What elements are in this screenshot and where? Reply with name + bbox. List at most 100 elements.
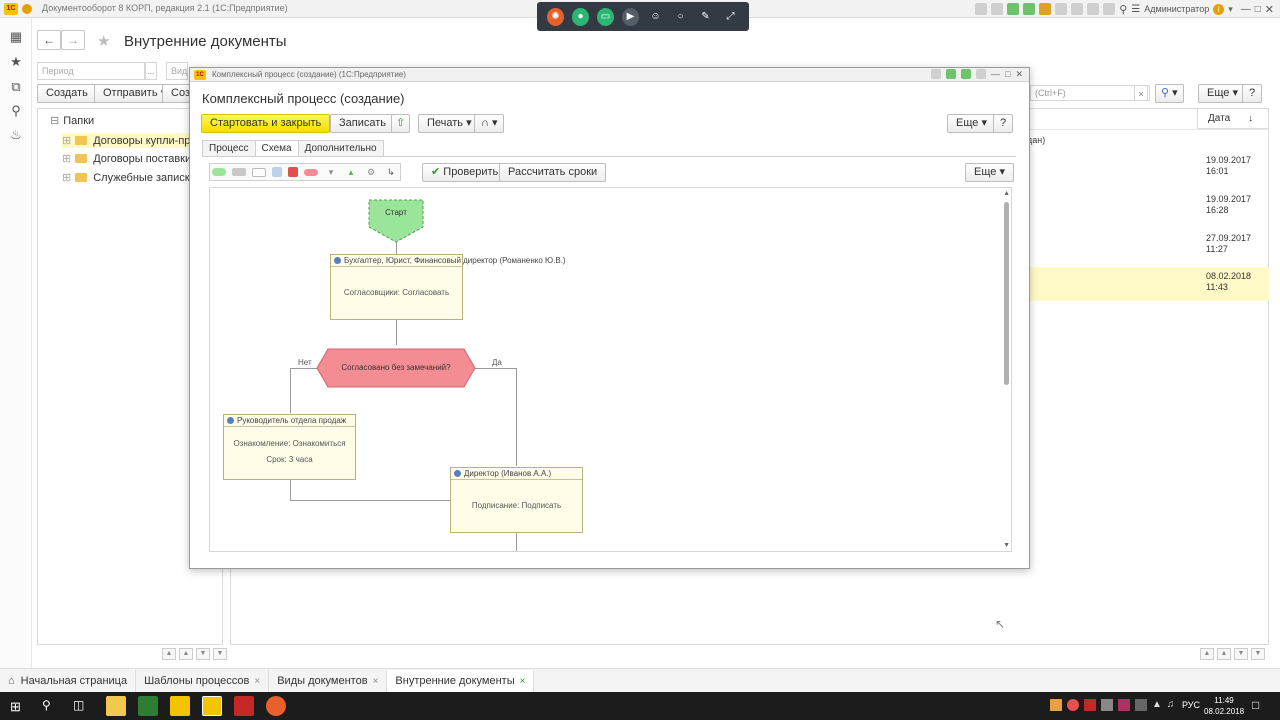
subprocess-tool-icon[interactable]	[272, 167, 282, 177]
history-icon[interactable]: ⚲	[1119, 3, 1128, 16]
tray-icon[interactable]	[1050, 699, 1062, 711]
search-button[interactable]: ⚲ ▾	[1155, 84, 1184, 103]
people-icon[interactable]: ☺	[650, 11, 661, 22]
minimize-icon[interactable]: —	[1240, 3, 1251, 15]
tab-process[interactable]: Процесс	[202, 140, 256, 157]
clock[interactable]: 11:49 08.02.2018	[1204, 695, 1244, 717]
scroll-down-button[interactable]: ▼	[1234, 648, 1248, 660]
toolbar-icon[interactable]	[1071, 3, 1084, 15]
start-node[interactable]	[368, 199, 424, 243]
tab-document-types[interactable]: Виды документов×	[269, 669, 388, 692]
1c-icon[interactable]	[170, 696, 190, 716]
dialog-close-icon[interactable]: ✕	[1015, 69, 1023, 79]
dropdown-icon[interactable]: ▾	[1228, 3, 1233, 14]
dialog-tool-icon[interactable]	[961, 69, 972, 79]
close-tab-icon[interactable]: ×	[519, 675, 526, 687]
notifications-icon[interactable]: □	[1252, 698, 1260, 712]
dialog-minimize-icon[interactable]: —	[991, 69, 1001, 79]
tab-process-templates[interactable]: Шаблоны процессов×	[136, 669, 270, 692]
send-button[interactable]: Отправить ▾	[94, 84, 176, 103]
language-indicator[interactable]: РУС	[1182, 700, 1201, 710]
split-tool-icon[interactable]: ▾	[328, 167, 334, 177]
app-icon[interactable]	[138, 696, 158, 716]
microphone-icon[interactable]: ●	[572, 7, 589, 26]
camera-icon[interactable]: ▶	[622, 7, 639, 26]
maximize-icon[interactable]: □	[1254, 3, 1261, 15]
folders-root[interactable]: ⊟Папки	[50, 114, 94, 127]
handler-tool-icon[interactable]: ⚙	[366, 167, 376, 177]
scroll-up-button[interactable]: ▲	[179, 648, 193, 660]
recorder-logo-icon[interactable]: ✺	[547, 7, 564, 26]
task-tool-icon[interactable]	[252, 167, 266, 177]
check-button[interactable]: ✔ Проверить	[422, 163, 508, 182]
dialog-tool-icon[interactable]	[946, 69, 957, 79]
back-button[interactable]: ←	[37, 30, 61, 50]
chat-icon[interactable]: ○	[677, 11, 684, 22]
scroll-down-button[interactable]: ▼	[196, 648, 210, 660]
close-tab-icon[interactable]: ×	[372, 675, 379, 687]
scroll-bottom-button[interactable]: ▼	[1251, 648, 1265, 660]
add-button[interactable]: ⇧	[391, 114, 411, 133]
favorite-star-icon[interactable]: ★	[97, 33, 111, 50]
help-button[interactable]: ?	[1242, 84, 1263, 103]
view-field[interactable]: Вид	[166, 62, 188, 80]
date-column-header[interactable]: Дата↓	[1197, 109, 1269, 129]
tray-icon[interactable]	[1118, 699, 1130, 711]
search-icon[interactable]: ⚲	[42, 698, 51, 712]
merge-tool-icon[interactable]: ▴	[348, 167, 354, 177]
toolbar-icon[interactable]	[1007, 3, 1020, 15]
start-point-tool-icon[interactable]	[212, 168, 226, 176]
expand-icon[interactable]: ⊞	[62, 172, 72, 184]
process-scheme-canvas[interactable]: ▲ ▼ Старт Бухгалтер, Юрист, Финансовый д…	[209, 187, 1012, 552]
toolbar-icon[interactable]	[1023, 3, 1036, 15]
network-icon[interactable]: ▲	[1152, 699, 1162, 710]
task-view-icon[interactable]: ◫	[73, 698, 85, 712]
dialog-help-button[interactable]: ?	[993, 114, 1014, 133]
save-button[interactable]: Записать	[330, 114, 396, 133]
dialog-more-button[interactable]: Еще ▾	[947, 114, 996, 133]
task-node-sign[interactable]: Директор (Иванов А.А.) Подписание: Подпи…	[450, 467, 583, 533]
1c-active-icon[interactable]	[202, 696, 222, 716]
period-field[interactable]: Период	[37, 62, 145, 80]
dialog-tool-icon[interactable]	[931, 69, 942, 79]
recorder-icon[interactable]	[266, 696, 286, 716]
screen-icon[interactable]: ▭	[597, 7, 614, 26]
grid-menu-icon[interactable]: ▦	[9, 29, 23, 44]
tray-icon[interactable]	[1084, 699, 1096, 711]
scrollbar-thumb[interactable]	[1004, 202, 1009, 385]
search-input[interactable]: (Ctrl+F)	[1030, 85, 1150, 101]
info-circle-icon[interactable]: i	[1213, 3, 1225, 15]
toolbar-icon[interactable]	[1055, 3, 1068, 15]
action-tool-icon[interactable]	[232, 168, 246, 176]
clear-search-icon[interactable]: ×	[1134, 85, 1148, 101]
tab-internal-documents[interactable]: Внутренние документы×	[387, 669, 535, 692]
scroll-up-button[interactable]: ▲	[1217, 648, 1231, 660]
app-menu-icon[interactable]	[22, 4, 32, 14]
forward-button[interactable]: →	[61, 30, 85, 50]
tab-scheme[interactable]: Схема	[254, 140, 299, 157]
connector-tool-icon[interactable]: ↳	[387, 167, 395, 177]
more-button[interactable]: Еще ▾	[1198, 84, 1247, 103]
scroll-top-button[interactable]: ▲	[162, 648, 176, 660]
close-icon[interactable]: ✕	[1264, 3, 1274, 16]
expand-icon[interactable]: ⊞	[62, 135, 72, 147]
scroll-down-icon[interactable]: ▼	[1003, 542, 1010, 549]
create-button[interactable]: Создать	[37, 84, 97, 103]
selected-row-highlight[interactable]	[1027, 267, 1269, 301]
folder-item[interactable]: ⊞Служебные записки	[62, 171, 196, 184]
tray-icon[interactable]	[1135, 699, 1147, 711]
history-icon[interactable]: ⧉	[11, 79, 21, 94]
close-tab-icon[interactable]: ×	[254, 675, 261, 687]
expand-icon[interactable]: ⤢	[726, 11, 735, 22]
bell-icon[interactable]: ♨	[10, 127, 22, 142]
folder-item[interactable]: ⊞Договоры поставки	[62, 152, 191, 165]
star-icon[interactable]: ★	[10, 54, 22, 69]
start-and-close-button[interactable]: Стартовать и закрыть	[201, 114, 331, 133]
task-node-acquaint[interactable]: Руководитель отдела продаж Ознакомление:…	[223, 414, 356, 480]
toolbar-icon[interactable]	[1039, 3, 1052, 15]
user-name[interactable]: Администратор	[1144, 4, 1210, 14]
